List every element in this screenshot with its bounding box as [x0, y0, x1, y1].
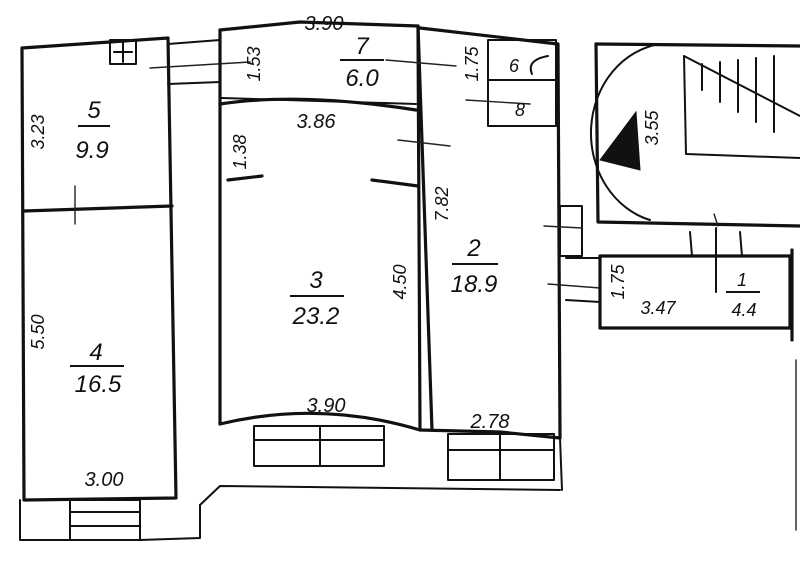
dim-room1-width: 3.47	[640, 298, 676, 318]
dim-room7-width: 3.90	[305, 13, 344, 35]
room-1-walls	[598, 227, 797, 531]
dim-room3-right-height: 4.50	[390, 264, 410, 299]
dim-room3-left-height: 1.38	[230, 134, 250, 169]
stair-block	[589, 42, 800, 228]
dimension-labels: 3.23 5.50 3.00 3.90 1.53 3.86 1.38 4.50 …	[28, 13, 676, 491]
room-5-label: 5 9.9	[75, 97, 110, 164]
room-3-number: 3	[309, 267, 323, 294]
room-4-area: 16.5	[75, 371, 122, 398]
dim-stair-height: 3.55	[642, 110, 662, 146]
dim-room4-height: 5.50	[28, 314, 48, 349]
room-1-label: 1 4.4	[726, 270, 760, 320]
room-6-number: 6	[509, 56, 520, 76]
room-5-area: 9.9	[75, 137, 108, 164]
room-5-number: 5	[87, 97, 101, 124]
room-7-label: 7 6.0	[340, 33, 384, 92]
room-2-number: 2	[466, 235, 480, 262]
dim-room3-bottom-width: 3.90	[307, 395, 346, 417]
room-8-number: 8	[515, 100, 525, 120]
dim-room2-height: 7.82	[432, 186, 452, 221]
dim-room2-top-height: 1.75	[462, 46, 482, 82]
dim-room2-bottom-width: 2.78	[470, 411, 510, 433]
room-3-area: 23.2	[292, 303, 340, 330]
left-block-walls	[19, 36, 201, 541]
dim-room3-top-width: 3.86	[297, 111, 337, 133]
room-2-area: 18.9	[451, 271, 498, 298]
dim-room4-width: 3.00	[85, 469, 124, 491]
dim-room7-height: 1.53	[244, 46, 264, 81]
room-7-area: 6.0	[345, 65, 379, 92]
room-1-area: 4.4	[731, 300, 756, 320]
room-8-label: 8	[515, 100, 525, 120]
room-4-label: 4 16.5	[70, 339, 124, 398]
room-7-number: 7	[355, 33, 370, 60]
center-block-walls	[199, 20, 601, 506]
dim-room5-height: 3.23	[28, 114, 48, 149]
room-6-label: 6	[509, 56, 520, 76]
connector-walls	[149, 39, 251, 85]
room-3-label: 3 23.2	[290, 267, 344, 330]
room-2-label: 2 18.9	[451, 235, 498, 298]
dim-room1-height: 1.75	[608, 264, 628, 300]
room-4-number: 4	[89, 339, 102, 366]
room-1-number: 1	[737, 270, 747, 290]
